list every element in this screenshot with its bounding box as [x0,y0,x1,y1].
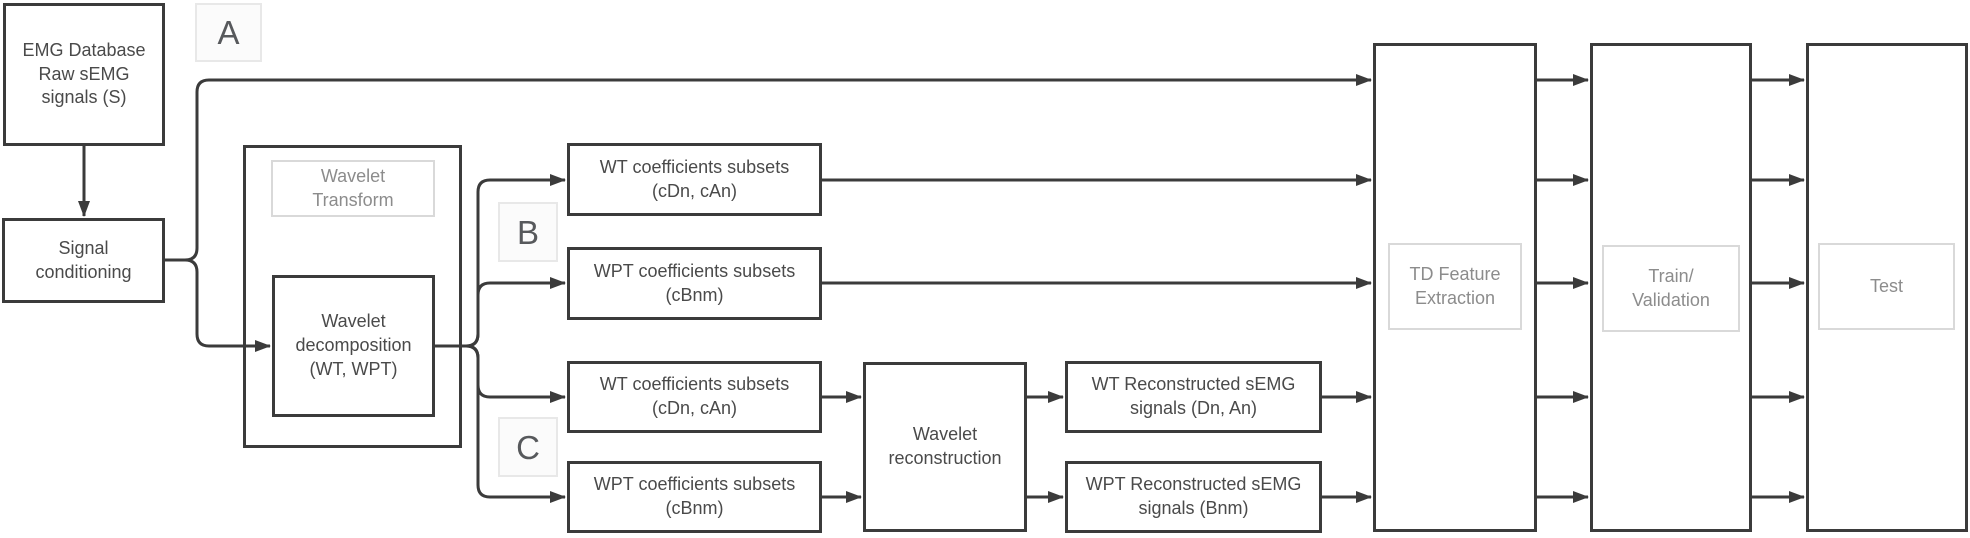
wpt-reconstructed-signals-node: WPT Reconstructed sEMG signals (Bnm) [1065,461,1322,533]
branch-label-b: B [498,202,558,262]
train-validation-label: Train/ Validation [1602,245,1740,332]
test-label: Test [1818,243,1955,330]
wt-coefficients-subsets-b-node: WT coefficients subsets (cDn, cAn) [567,143,822,216]
emg-database-node: EMG Database Raw sEMG signals (S) [3,3,165,146]
signal-conditioning-node: Signal conditioning [2,218,165,303]
wpt-coefficients-subsets-c-node: WPT coefficients subsets (cBnm) [567,461,822,533]
td-feature-extraction-label: TD Feature Extraction [1388,243,1522,330]
wavelet-decomposition-node: Wavelet decomposition (WT, WPT) [272,275,435,417]
branch-label-c: C [498,417,558,477]
wavelet-reconstruction-node: Wavelet reconstruction [863,362,1027,532]
wavelet-transform-group-label: Wavelet Transform [271,160,435,217]
wt-reconstructed-signals-node: WT Reconstructed sEMG signals (Dn, An) [1065,361,1322,433]
wpt-coefficients-subsets-b-node: WPT coefficients subsets (cBnm) [567,247,822,320]
branch-label-a: A [195,3,262,62]
wt-coefficients-subsets-c-node: WT coefficients subsets (cDn, cAn) [567,361,822,433]
wavelet-transform-group-box [243,145,462,448]
